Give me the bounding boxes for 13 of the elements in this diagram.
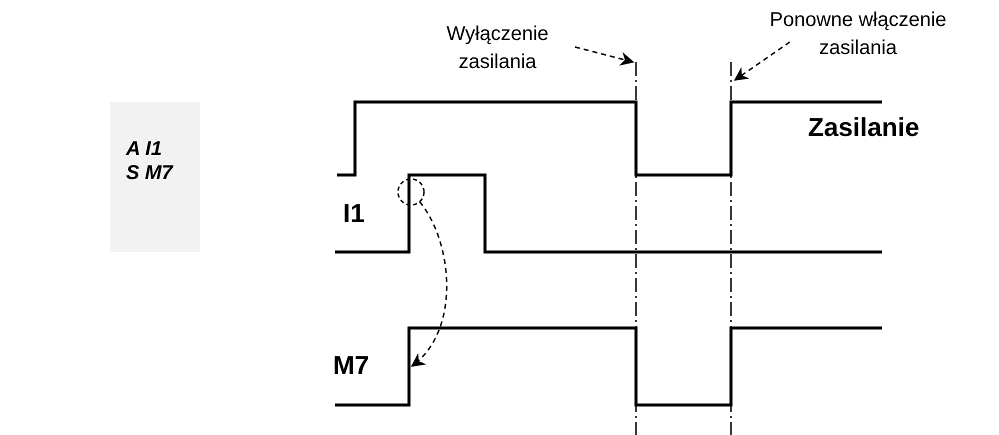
dash-dot-line: [730, 62, 732, 435]
leader-arrow: [574, 46, 634, 66]
signal-label: I1: [343, 198, 365, 229]
signal-label: Zasilanie: [808, 112, 920, 143]
dashed-arrow: [410, 201, 448, 367]
leader-arrow: [734, 41, 790, 81]
code-line: A I1: [126, 138, 162, 161]
dashed-circle: [397, 178, 425, 206]
code-line: S M7: [126, 162, 173, 185]
dash-dot-line: [635, 62, 637, 435]
callout-text: Ponowne włączenie zasilania: [748, 6, 968, 62]
callout-text: Wyłączenie zasilania: [420, 20, 575, 76]
signal-label: M7: [333, 350, 370, 381]
